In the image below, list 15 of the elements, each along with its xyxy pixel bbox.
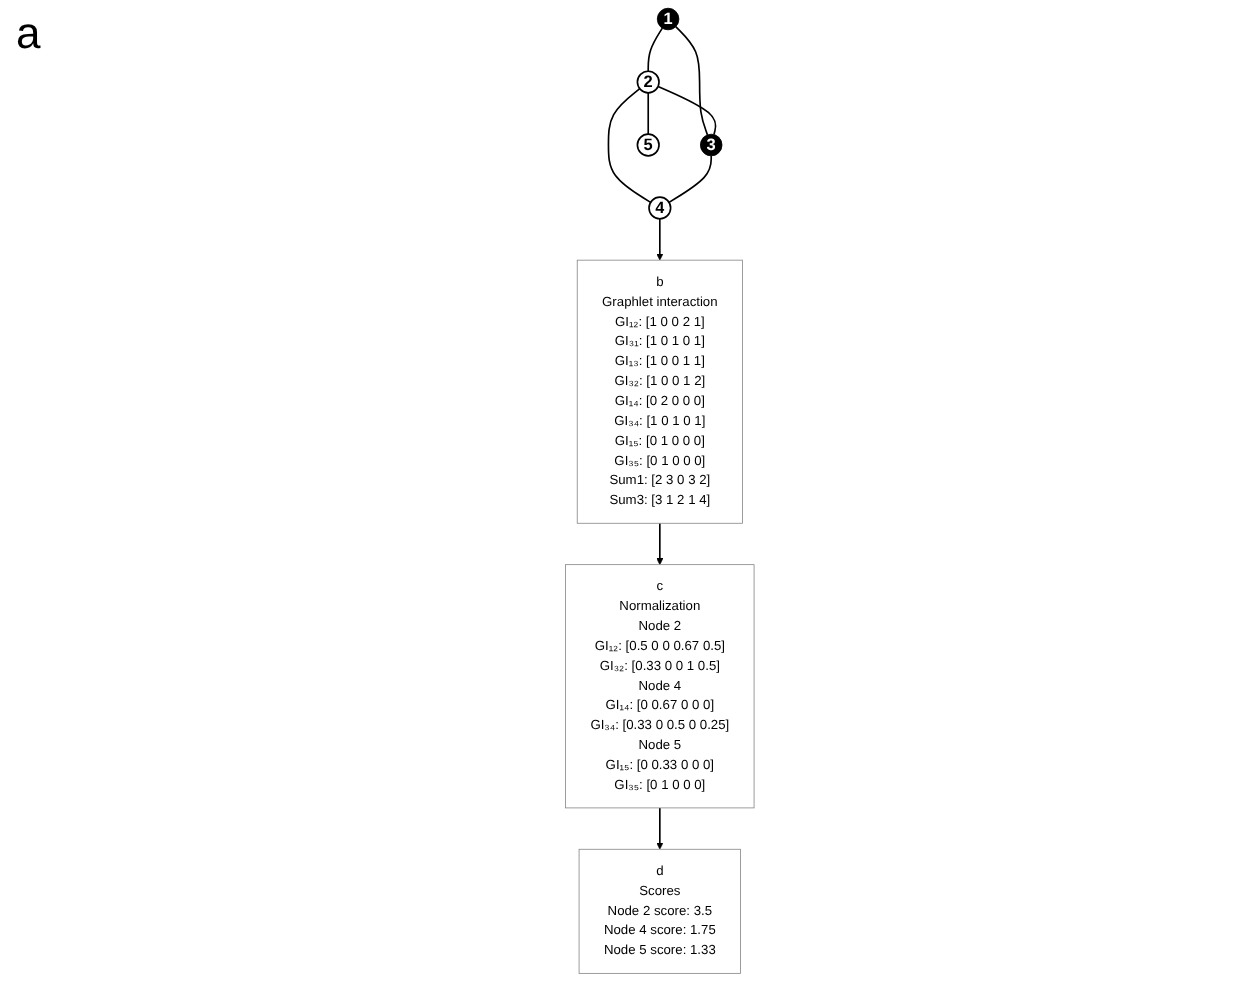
panel-letter: a [16,8,41,60]
node-circle: 4 [648,196,672,220]
arrow [656,807,664,850]
connector [657,85,717,136]
node-circle: 5 [636,133,660,157]
connector [668,155,713,204]
node-circle: 2 [636,70,660,94]
connector [647,92,650,135]
node-circle: 3 [700,133,723,157]
arrow [656,217,664,261]
connector [675,25,709,136]
arrow [656,522,664,565]
connector [607,87,652,204]
node-circle: 1 [657,7,680,31]
connector [647,27,664,73]
